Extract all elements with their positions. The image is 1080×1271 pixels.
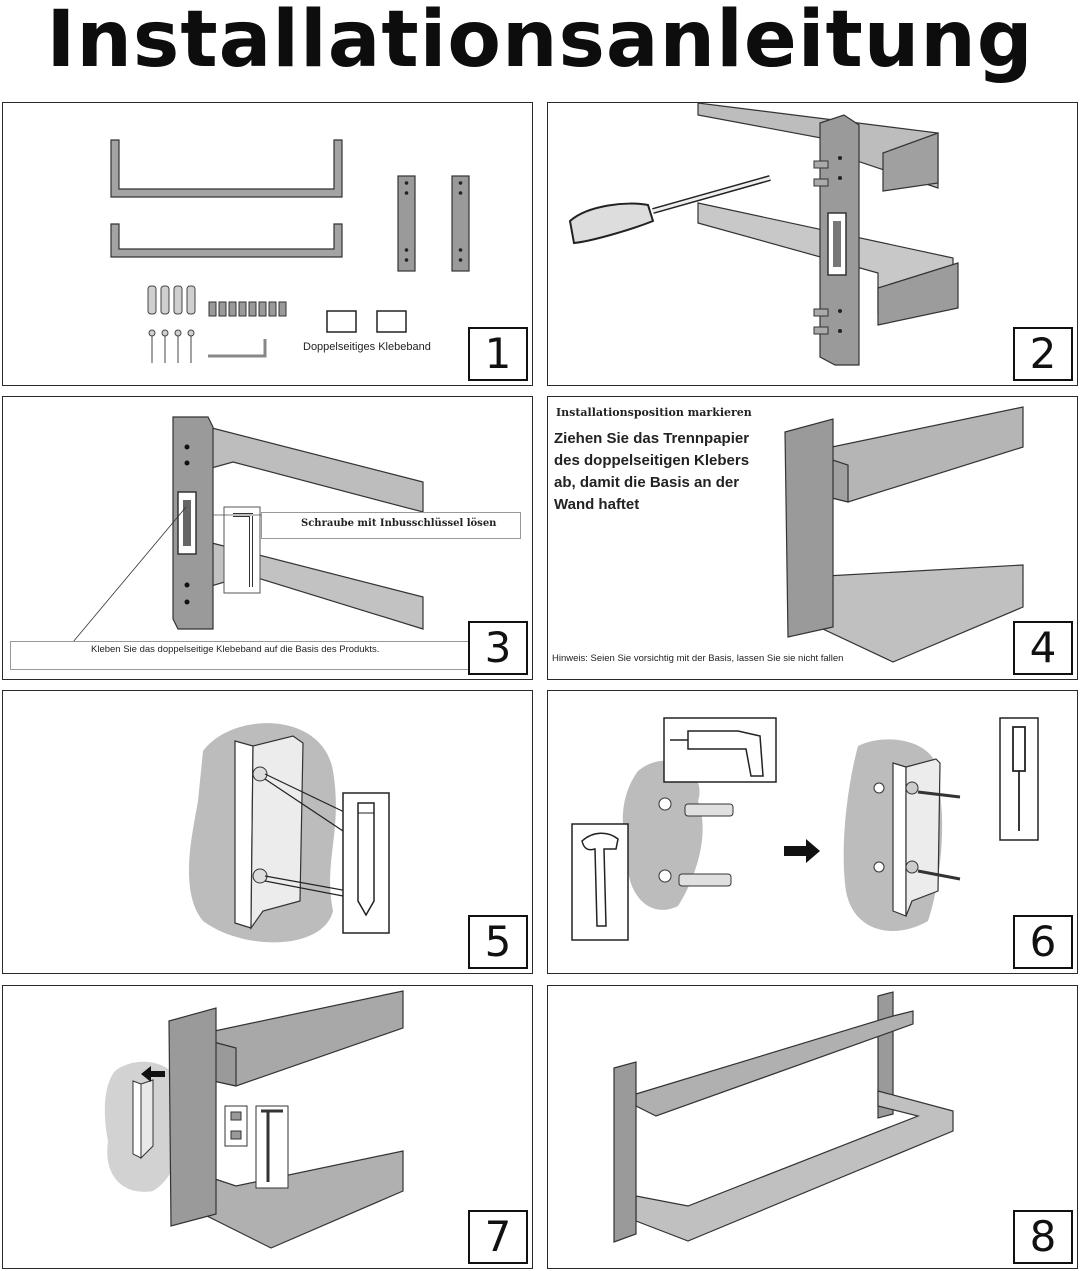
arrow-right-icon bbox=[784, 839, 820, 863]
finished-illustration bbox=[613, 991, 954, 1243]
step-panel-5: 5 bbox=[2, 690, 533, 974]
allen-key bbox=[208, 339, 267, 358]
step-number-1: 1 bbox=[468, 327, 528, 381]
mounting-illustration bbox=[784, 406, 1024, 663]
step-number-4: 4 bbox=[1013, 621, 1073, 675]
step-panel-7: 7 bbox=[2, 985, 533, 1269]
step-number-8: 8 bbox=[1013, 1210, 1073, 1264]
callout-allen-key: Schraube mit Inbusschlüssel lösen bbox=[301, 518, 497, 529]
set-screws bbox=[208, 301, 287, 317]
step4-line-1: Ziehen Sie das Trennpapier bbox=[554, 430, 750, 447]
tape-piece-2 bbox=[376, 310, 407, 333]
parts-illustration bbox=[110, 139, 470, 363]
wall-base bbox=[613, 1061, 637, 1243]
drill-icon bbox=[687, 730, 764, 777]
tape-piece-1 bbox=[326, 310, 357, 333]
wall-base-right bbox=[451, 175, 470, 272]
step-panel-6: 6 bbox=[547, 690, 1078, 974]
arrow-left-icon bbox=[141, 1066, 165, 1082]
step-panel-3: Schraube mit Inbusschlüssel lösen Kleben… bbox=[2, 396, 533, 680]
pencil-icon bbox=[357, 802, 375, 917]
screwdriver-icon bbox=[568, 175, 771, 245]
wall-base bbox=[168, 1007, 217, 1227]
page-title: Installationsanleitung bbox=[46, 0, 1034, 85]
step-panel-1: Doppelseitiges Klebeband 1 bbox=[2, 102, 533, 386]
screwdriver-icon bbox=[1012, 726, 1026, 831]
step-number-7: 7 bbox=[468, 1210, 528, 1264]
step-number-6: 6 bbox=[1013, 915, 1073, 969]
marking-illustration bbox=[188, 723, 390, 943]
step-number-2: 2 bbox=[1013, 327, 1073, 381]
wall-base-left bbox=[397, 175, 416, 272]
step4-line-2: des doppelseitigen Klebers bbox=[554, 452, 750, 469]
wall-base bbox=[784, 418, 834, 638]
callout-box-bottom bbox=[10, 641, 471, 670]
screwdriver-illustration bbox=[568, 103, 959, 366]
step-number-3: 3 bbox=[468, 621, 528, 675]
towel-bar-top bbox=[110, 139, 343, 198]
step-number-5: 5 bbox=[468, 915, 528, 969]
allen-key-icon bbox=[261, 1109, 283, 1182]
drilling-illustration bbox=[571, 717, 1039, 941]
callout-tape: Kleben Sie das doppelseitige Klebeband a… bbox=[91, 644, 380, 655]
step4-line-3: ab, damit die Basis an der bbox=[554, 474, 740, 491]
step-panel-8: 8 bbox=[547, 985, 1078, 1269]
step4-line-4: Wand haftet bbox=[554, 496, 640, 513]
callout-box-top bbox=[261, 512, 521, 539]
attach-illustration bbox=[104, 990, 404, 1249]
wall-shadow-left bbox=[622, 760, 703, 910]
step-panel-4: Installationsposition markieren Ziehen S… bbox=[547, 396, 1078, 680]
hammer-icon bbox=[581, 832, 619, 927]
screws bbox=[148, 329, 195, 363]
step4-heading: Installationsposition markieren bbox=[556, 406, 752, 419]
step-panel-2: 2 bbox=[547, 102, 1078, 386]
step4-note: Hinweis: Seien Sie vorsichtig mit der Ba… bbox=[552, 653, 844, 664]
tape-caption: Doppelseitiges Klebeband bbox=[303, 341, 431, 353]
towel-bar-bottom bbox=[110, 223, 343, 258]
tape-illustration bbox=[72, 416, 424, 643]
wall-plugs bbox=[147, 285, 196, 315]
